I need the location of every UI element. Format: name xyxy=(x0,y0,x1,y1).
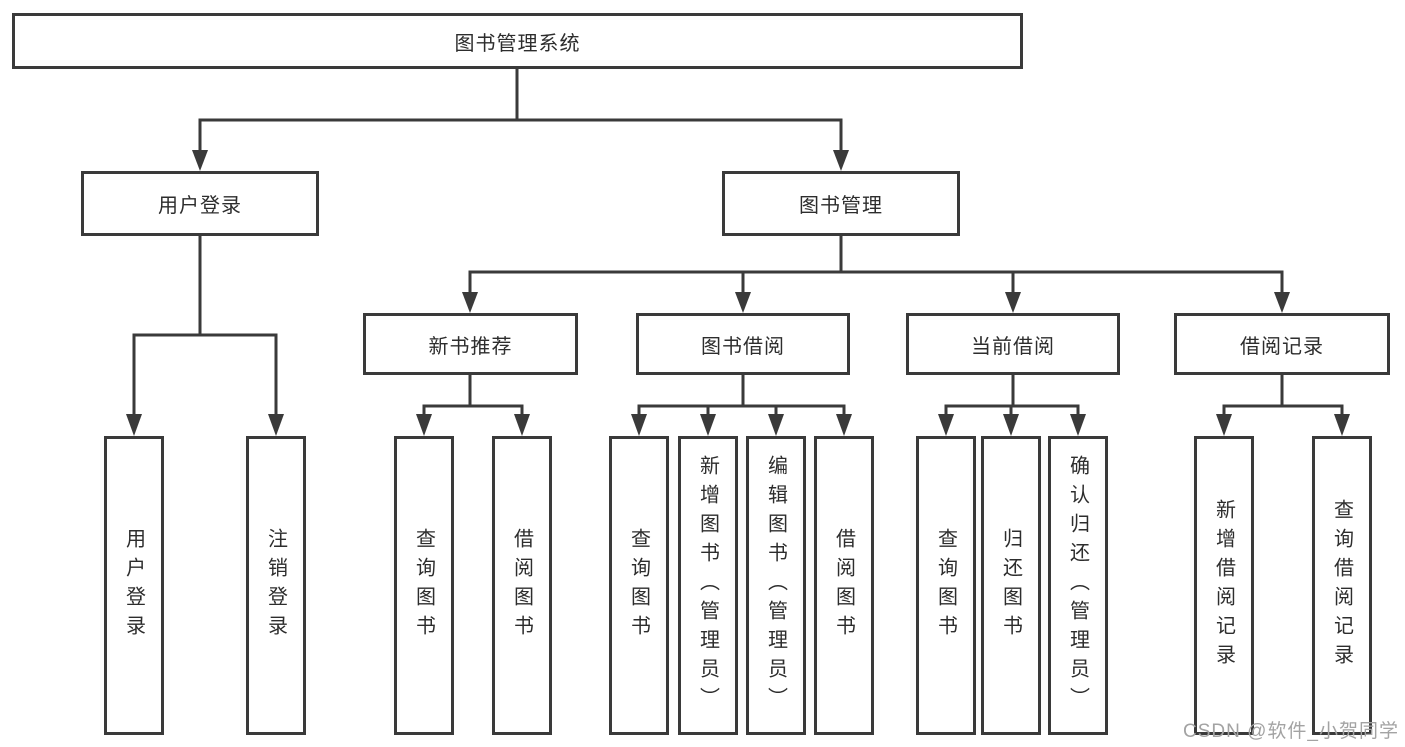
leaf-bb-borrow-book-label: 借阅图书 xyxy=(832,527,855,644)
node-root: 图书管理系统 xyxy=(12,13,1023,69)
leaf-br-add-record-label: 新增借阅记录 xyxy=(1212,498,1235,673)
leaf-user-login: 用户登录 xyxy=(104,436,164,735)
leaf-cb-confirm-return-admin: 确认归还（管理员） xyxy=(1048,436,1108,735)
node-new-book-recommend: 新书推荐 xyxy=(363,313,578,375)
leaf-bb-edit-book-admin-label: 编辑图书（管理员） xyxy=(764,455,787,716)
leaf-cb-return-book-label: 归还图书 xyxy=(999,527,1022,644)
leaf-bb-add-book-admin: 新增图书（管理员） xyxy=(678,436,738,735)
leaf-br-add-record: 新增借阅记录 xyxy=(1194,436,1254,735)
leaf-br-query-record: 查询借阅记录 xyxy=(1312,436,1372,735)
leaf-bb-borrow-book: 借阅图书 xyxy=(814,436,874,735)
leaf-logout: 注销登录 xyxy=(246,436,306,735)
node-borrow-records: 借阅记录 xyxy=(1174,313,1390,375)
csdn-watermark: CSDN @软件_小贺同学 xyxy=(1183,721,1399,742)
leaf-bb-edit-book-admin: 编辑图书（管理员） xyxy=(746,436,806,735)
leaf-user-login-label: 用户登录 xyxy=(122,527,145,644)
leaf-cb-confirm-return-admin-label: 确认归还（管理员） xyxy=(1066,455,1089,716)
leaf-logout-label: 注销登录 xyxy=(264,527,287,644)
node-user-login: 用户登录 xyxy=(81,171,319,236)
leaf-bb-add-book-admin-label: 新增图书（管理员） xyxy=(696,455,719,716)
leaf-nb-query-book: 查询图书 xyxy=(394,436,454,735)
leaf-cb-query-book: 查询图书 xyxy=(916,436,976,735)
leaf-bb-query-book-label: 查询图书 xyxy=(627,527,650,644)
node-book-borrow: 图书借阅 xyxy=(636,313,850,375)
leaf-cb-query-book-label: 查询图书 xyxy=(934,527,957,644)
leaf-nb-borrow-book: 借阅图书 xyxy=(492,436,552,735)
node-current-borrow: 当前借阅 xyxy=(906,313,1120,375)
leaf-nb-query-book-label: 查询图书 xyxy=(412,527,435,644)
node-book-management: 图书管理 xyxy=(722,171,960,236)
leaf-br-query-record-label: 查询借阅记录 xyxy=(1330,498,1353,673)
leaf-nb-borrow-book-label: 借阅图书 xyxy=(510,527,533,644)
leaf-bb-query-book: 查询图书 xyxy=(609,436,669,735)
leaf-cb-return-book: 归还图书 xyxy=(981,436,1041,735)
